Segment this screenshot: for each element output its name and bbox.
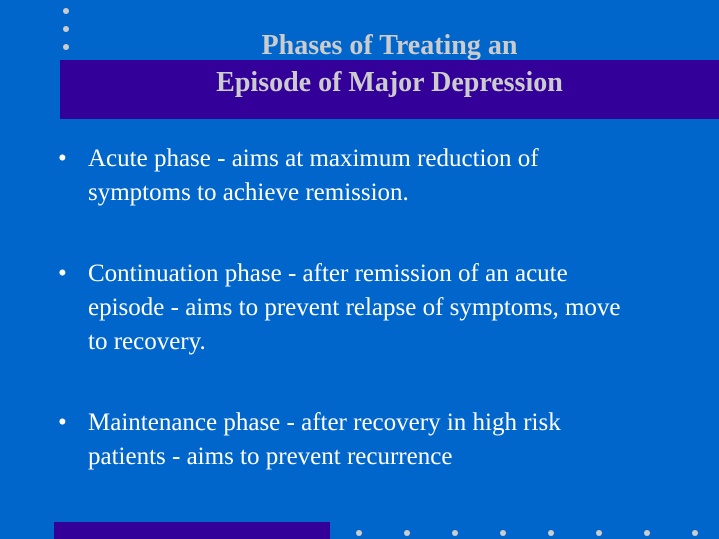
decorative-dot <box>452 530 458 536</box>
bullet-icon: • <box>58 409 67 436</box>
decorative-dot <box>548 530 554 536</box>
title-line-1: Phases of Treating an <box>261 30 518 61</box>
bullet-text: Acute phase - aims at maximum reduction … <box>88 145 539 206</box>
title-banner <box>60 60 719 119</box>
bullet-item: • Acute phase - aims at maximum reductio… <box>58 142 618 210</box>
bullet-list: • Acute phase - aims at maximum reductio… <box>58 142 698 521</box>
bullet-item: • Continuation phase - after remission o… <box>58 257 633 359</box>
bullet-text: Maintenance phase - after recovery in hi… <box>88 409 561 470</box>
decorative-dot <box>644 530 650 536</box>
bottom-accent-bar <box>54 522 330 539</box>
slide-title: Phases of Treating an Episode of Major D… <box>60 27 719 101</box>
decorative-dot <box>63 44 69 50</box>
bullet-item: • Maintenance phase - after recovery in … <box>58 406 628 474</box>
decorative-dot <box>63 8 69 14</box>
title-line-2: Episode of Major Depression <box>216 67 563 98</box>
decorative-dot <box>356 530 362 536</box>
decorative-dot <box>404 530 410 536</box>
decorative-dot <box>596 530 602 536</box>
bullet-icon: • <box>58 145 67 172</box>
decorative-dot <box>63 26 69 32</box>
decorative-dot <box>692 530 698 536</box>
bullet-icon: • <box>58 260 67 287</box>
bullet-text: Continuation phase - after remission of … <box>88 260 621 355</box>
decorative-dot <box>500 530 506 536</box>
